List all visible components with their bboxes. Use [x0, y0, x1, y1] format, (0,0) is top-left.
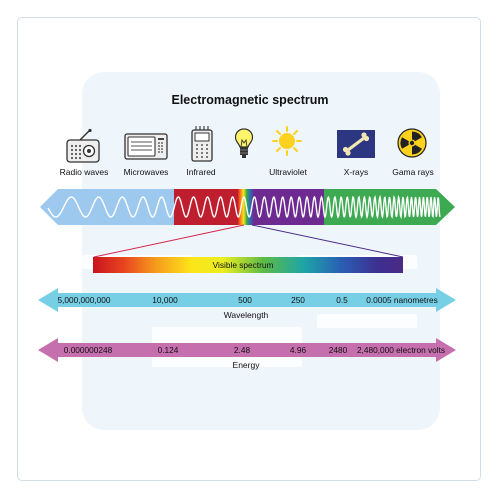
wavelength-value: 500 — [238, 295, 252, 305]
band-label-microwaves: Microwaves — [123, 167, 169, 177]
wavelength-value: 0.0005 nanometres — [366, 295, 438, 305]
diagram-title: Electromagnetic spectrum — [171, 93, 329, 107]
wavelength-value: 0.5 — [336, 295, 348, 305]
visible-connector-right — [251, 224, 404, 258]
frequency-wave — [47, 194, 441, 220]
energy-value: 4.96 — [289, 345, 307, 355]
energy-value: 2.48 — [233, 345, 251, 355]
sun-icon — [272, 126, 302, 156]
bone-xray-icon — [337, 130, 375, 158]
energy-title: Energy — [232, 360, 260, 370]
band-label-ultraviolet: Ultraviolet — [269, 167, 307, 177]
band-label-gamma: Gama rays — [392, 167, 434, 177]
wavelength-title: Wavelength — [223, 310, 269, 320]
microwave-band-segment — [174, 189, 238, 225]
band-label-xrays: X-rays — [343, 167, 369, 177]
energy-value: 2480 — [328, 345, 348, 355]
energy-value: 2,480,000 electron volts — [356, 345, 446, 355]
radio-icon — [66, 128, 100, 163]
infrared-heater-icon — [191, 126, 213, 162]
visible-spectrum-bar — [93, 257, 403, 273]
band-label-infrared: Infrared — [186, 167, 216, 177]
wavelength-value: 5,000,000,000 — [57, 295, 111, 305]
band-label-radio: Radio waves — [59, 167, 109, 177]
radiation-hazard-icon — [397, 128, 427, 158]
microwave-oven-icon — [124, 133, 168, 160]
energy-value: 0.000000248 — [63, 345, 113, 355]
energy-value: 0.124 — [157, 345, 179, 355]
wavelength-arrow — [38, 288, 456, 312]
energy-arrow — [38, 338, 456, 362]
wavelength-value: 250 — [291, 295, 305, 305]
radio-band-segment — [40, 189, 174, 225]
panel-stripe — [317, 314, 417, 328]
visible-connector-left — [93, 224, 245, 258]
visible-spectrum-label: Visible spectrum — [212, 260, 274, 270]
wavelength-value: 10,000 — [152, 295, 178, 305]
light-bulb-icon — [234, 128, 254, 158]
